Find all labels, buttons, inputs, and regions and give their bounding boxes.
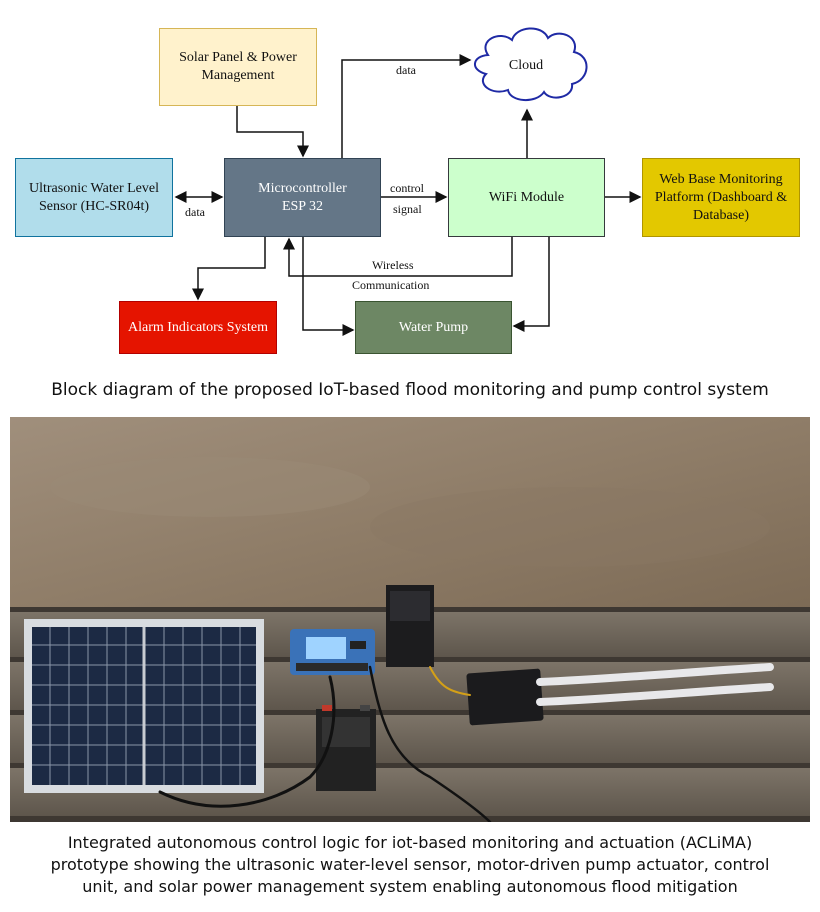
diagram-caption: Block diagram of the proposed IoT-based … [51, 380, 769, 400]
wifi-module-block: WiFi Module [448, 158, 605, 237]
photo-caption-line-1: Integrated autonomous control logic for … [67, 833, 753, 852]
microcontroller-model: ESP 32 [281, 198, 324, 214]
ultrasonic-sensor-block: Ultrasonic Water Level Sensor (HC-SR04t) [15, 158, 173, 237]
wireless-label-1: Wireless [372, 258, 414, 272]
sensor-housing [466, 668, 544, 726]
cloud-shape [474, 27, 588, 101]
diagram-connectors [174, 27, 642, 336]
data-label-top: data [396, 63, 416, 77]
web-platform-block: Web Base Monitoring Platform (Dashboard … [642, 158, 800, 237]
control-signal-label-2: signal [393, 202, 422, 216]
battery [316, 705, 376, 791]
wifi-module-label: WiFi Module [488, 189, 565, 205]
microcontroller-block: Microcontroller ESP 32 [224, 158, 381, 237]
photo-caption-line-3: unit, and solar power management system … [82, 877, 738, 896]
ultrasonic-sensor-label: Ultrasonic Water Level Sensor (HC-SR04t) [28, 180, 159, 214]
solar-panel-label: Solar Panel & Power Management [179, 50, 297, 83]
cloud-block: Cloud [486, 52, 566, 80]
cables [158, 663, 774, 822]
solar-panel-module [24, 619, 264, 793]
web-platform-label: Web Base Monitoring Platform (Dashboard … [654, 171, 788, 223]
photo-caption-line-2: prototype showing the ultrasonic water-l… [50, 855, 770, 874]
control-box [386, 585, 434, 667]
prototype-photo [10, 417, 810, 822]
water-pump-block: Water Pump [355, 301, 512, 354]
cloud-label: Cloud [508, 58, 544, 73]
data-label-left: data [185, 205, 205, 219]
charge-controller [290, 629, 375, 675]
wireless-label-2: Communication [352, 278, 430, 292]
microcontroller-label: Microcontroller [258, 180, 347, 196]
solar-panel-block: Solar Panel & Power Management [159, 28, 317, 106]
block-diagram: Solar Panel & Power Management Cloud Ult… [0, 0, 820, 370]
control-signal-label-1: control [390, 181, 424, 195]
alarm-indicators-label: Alarm Indicators System [128, 319, 268, 335]
alarm-indicators-block: Alarm Indicators System [119, 301, 277, 354]
water-pump-label: Water Pump [398, 319, 469, 335]
photo-caption: Integrated autonomous control logic for … [0, 832, 820, 898]
